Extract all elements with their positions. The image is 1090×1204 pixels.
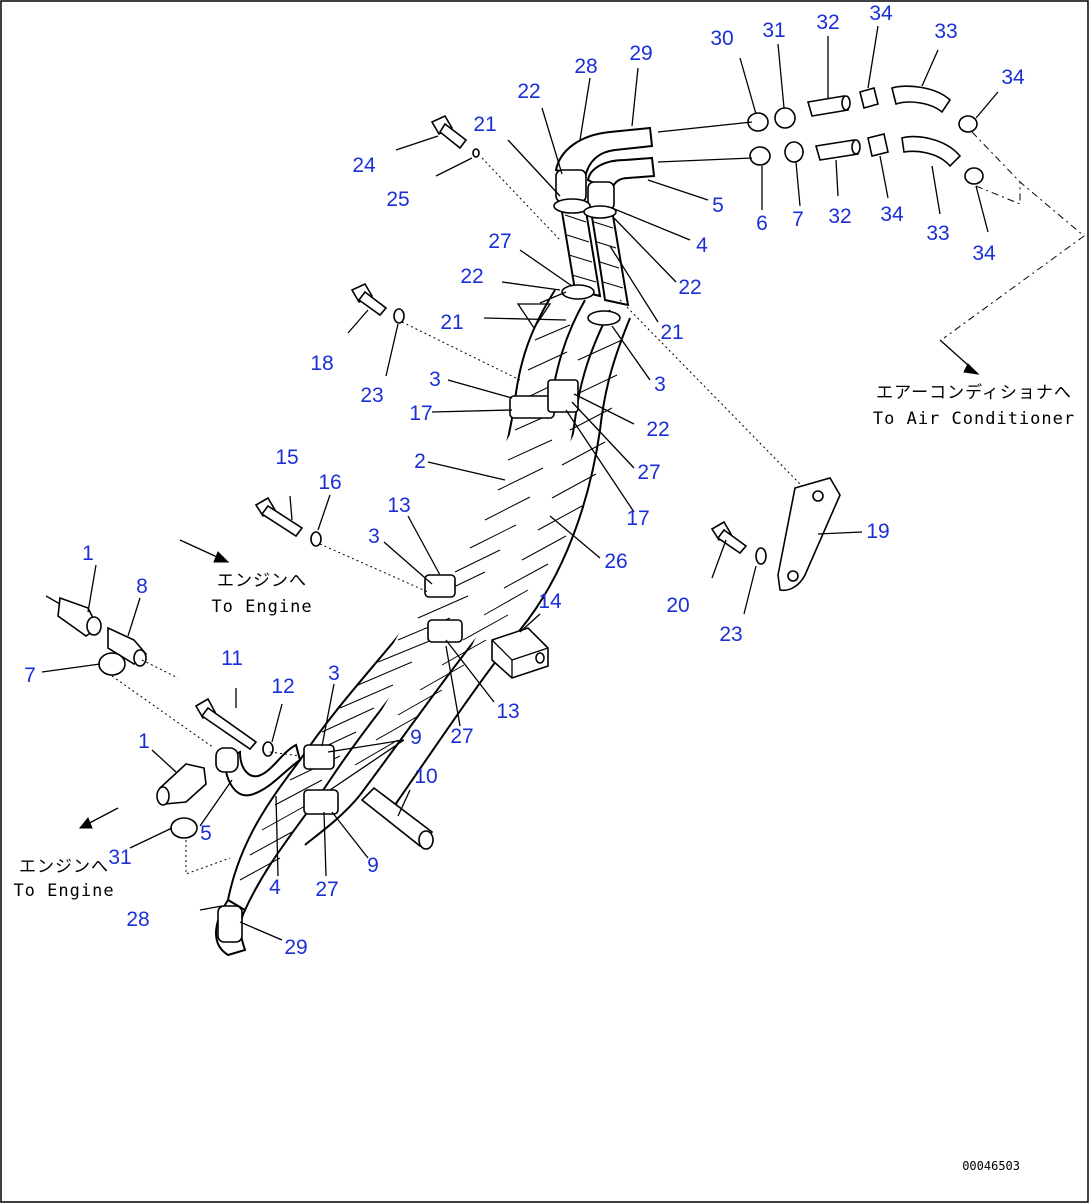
part-label: 28 — [126, 908, 149, 931]
part-label: 20 — [666, 594, 689, 617]
part-label: 9 — [367, 854, 379, 877]
note-to-aircon-en: To Air Conditioner — [873, 409, 1075, 429]
part-label: 27 — [637, 461, 660, 484]
part-label: 32 — [828, 205, 851, 228]
part-label: 13 — [496, 700, 519, 723]
part-label: 23 — [360, 384, 383, 407]
part-label: 16 — [318, 471, 341, 494]
part-label: 11 — [221, 647, 243, 670]
part-label: 21 — [660, 321, 683, 344]
part-label: 22 — [646, 418, 669, 441]
part-label: 30 — [710, 27, 733, 50]
part-label: 2 — [414, 450, 426, 473]
note-to-engine-lower-en: To Engine — [13, 881, 114, 901]
part-label: 27 — [488, 230, 511, 253]
part-label: 21 — [473, 113, 496, 136]
part-label: 17 — [409, 402, 432, 425]
heater-hose-assembly — [215, 126, 656, 957]
drawing-code: 00046503 — [962, 1159, 1020, 1173]
part-label: 5 — [200, 822, 212, 845]
part-label: 34 — [880, 203, 904, 226]
part-label: 24 — [352, 154, 376, 177]
part-label: 7 — [24, 664, 36, 687]
part-label: 33 — [926, 222, 949, 245]
part-label: 6 — [756, 212, 768, 235]
note-to-engine-upper-en: To Engine — [211, 597, 312, 617]
part-label: 8 — [136, 575, 148, 598]
part-label: 13 — [387, 494, 410, 517]
part-label: 22 — [460, 265, 483, 288]
part-label: 17 — [626, 507, 649, 530]
destination-notes: エンジンへ To Engine エンジンへ To Engine エアーコンディシ… — [13, 382, 1075, 901]
part-label: 22 — [517, 80, 540, 103]
part-label: 27 — [315, 878, 338, 901]
part-label: 27 — [450, 725, 473, 748]
part-label: 25 — [386, 188, 409, 211]
part-label: 33 — [934, 20, 957, 43]
part-label: 29 — [284, 936, 307, 959]
part-label: 3 — [429, 368, 441, 391]
part-number-labels: 1 8 7 11 12 3 1 5 31 28 29 4 27 9 9 10 2… — [24, 2, 1025, 959]
part-label: 22 — [678, 276, 701, 299]
note-to-aircon-jp: エアーコンディショナへ — [876, 382, 1072, 403]
part-label: 14 — [538, 590, 562, 613]
part-label: 31 — [762, 19, 785, 42]
part-label: 29 — [629, 42, 652, 65]
part-label: 19 — [866, 520, 889, 543]
part-label: 4 — [269, 876, 281, 899]
note-to-engine-upper-jp: エンジンへ — [217, 571, 307, 591]
part-label: 1 — [138, 730, 150, 753]
part-label: 12 — [271, 675, 294, 698]
loose-parts — [45, 85, 984, 850]
part-label: 3 — [368, 525, 380, 548]
part-label: 18 — [310, 352, 333, 375]
part-label: 10 — [414, 765, 437, 788]
part-label: 21 — [440, 311, 463, 334]
part-label: 9 — [410, 726, 422, 749]
part-label: 3 — [654, 373, 666, 396]
part-label: 23 — [719, 623, 742, 646]
part-label: 32 — [816, 11, 839, 34]
part-label: 15 — [275, 446, 298, 469]
leader-lines — [41, 25, 1085, 941]
part-label: 1 — [82, 542, 94, 565]
part-label: 34 — [1001, 66, 1025, 89]
note-to-engine-lower-jp: エンジンへ — [19, 857, 109, 877]
part-label: 26 — [604, 550, 627, 573]
part-label: 4 — [696, 234, 708, 257]
part-label: 31 — [108, 846, 131, 869]
part-label: 5 — [712, 194, 724, 217]
part-label: 3 — [328, 662, 340, 685]
part-label: 34 — [972, 242, 996, 265]
part-label: 7 — [792, 208, 804, 231]
part-label: 28 — [574, 55, 597, 78]
part-label: 34 — [869, 2, 893, 25]
